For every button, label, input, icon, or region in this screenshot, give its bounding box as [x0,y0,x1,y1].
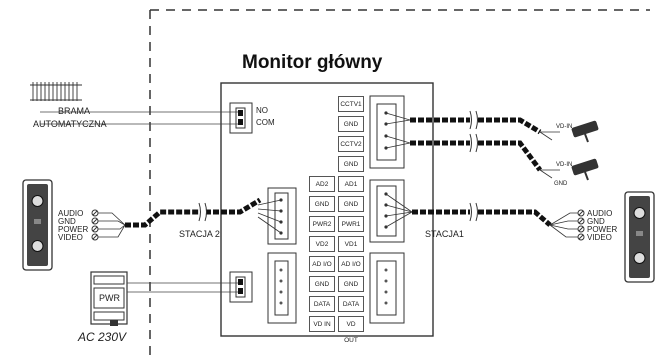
left-wire-audio: AUDIO [58,209,84,218]
right-wire-gnd: GND [587,217,605,226]
terminal-data: DATA [309,296,335,312]
terminal-data: DATA [338,296,364,312]
terminal-ad-io: AD I/O [309,256,335,272]
terminal-pwr1: PWR1 [338,216,364,232]
terminal-vd1: VD1 [338,236,364,252]
terminal-pwr2: PWR2 [309,216,335,232]
power-supply-icon [90,271,128,326]
right-wire-video: VIDEO [587,233,612,242]
right-wire-power: POWER [587,225,618,234]
station2-label: STACJA 2 [179,229,220,239]
terminal-ad-io: AD I/O [338,256,364,272]
terminal-vd2: VD2 [309,236,335,252]
gate-icon [30,82,82,101]
terminal-cctv2: CCTV2 [338,136,364,152]
psu-label: PWR [99,293,120,303]
terminal-gnd: GND [309,196,335,212]
camera2-label: VD-IN [556,162,573,168]
right-wire-audio: AUDIO [587,209,613,218]
station1-label: STACJA1 [425,229,464,239]
left-wire-video: VIDEO [58,233,83,242]
psu-voltage-label: AC 230V [78,330,127,344]
com-label: COM [256,118,275,127]
right-door-station-icon [624,191,655,283]
terminal-cctv1: CCTV1 [338,96,364,112]
camera-2-icon [571,158,599,181]
camera1-label: VD-IN [556,124,573,130]
terminal-gnd: GND [338,116,364,132]
terminal-ad2: AD2 [309,176,335,192]
left-wire-gnd: GND [58,217,76,226]
terminal-ad1: AD1 [338,176,364,192]
terminal-gnd: GND [338,156,364,172]
gate-label-line2: AUTOMATYCZNA [33,119,107,129]
terminal-vd-out: VD OUT [338,316,364,344]
terminal-vd-in: VD IN [309,316,335,332]
monitor-title: Monitor główny [242,52,383,73]
terminal-gnd: GND [309,276,335,292]
terminal-gnd: GND [338,276,364,292]
camera-1-icon [571,120,599,143]
camera-gnd-label: GND [554,181,568,187]
gate-label-line1: BRAMA [58,106,91,116]
left-door-station-icon [22,179,53,271]
no-label: NO [256,106,268,115]
terminal-gnd: GND [338,196,364,212]
left-wire-power: POWER [58,225,89,234]
